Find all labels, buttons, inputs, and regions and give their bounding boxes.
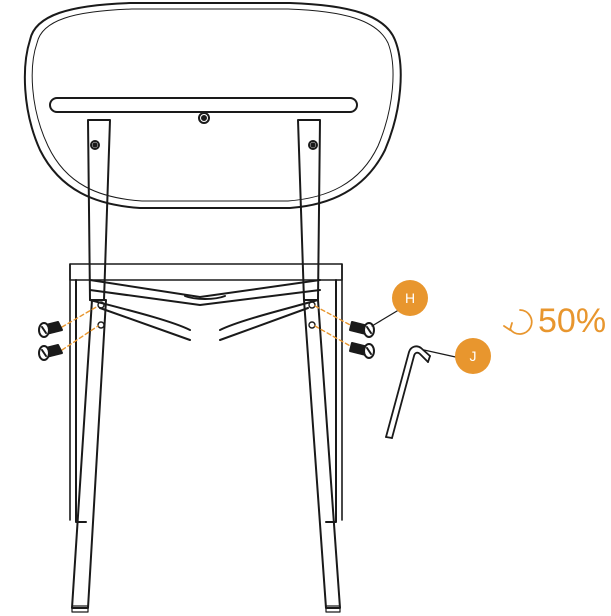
callout-j: J [455,338,491,374]
screw-left-lower [38,344,63,361]
chair-legs [71,279,341,613]
chair-backrest [23,2,402,209]
back-uprights [87,119,321,301]
alignment-guides [61,305,353,351]
seat-frame [69,263,343,521]
callout-h-badge [392,280,428,316]
callout-leaders [371,307,461,359]
callout-h-label: H [405,290,415,306]
screw-right-lower [349,342,375,359]
allen-key [385,345,431,439]
callout-j-label: J [470,348,477,364]
leg-bolt-holes [97,301,316,329]
torque-percent: 50% [538,302,606,340]
torque-instruction: 50% [503,302,606,340]
rotate-counterclockwise-icon [503,309,533,335]
callout-h: H [392,280,428,316]
screw-left-upper [38,321,63,338]
screw-right-upper [349,321,375,338]
callout-j-badge [455,338,491,374]
